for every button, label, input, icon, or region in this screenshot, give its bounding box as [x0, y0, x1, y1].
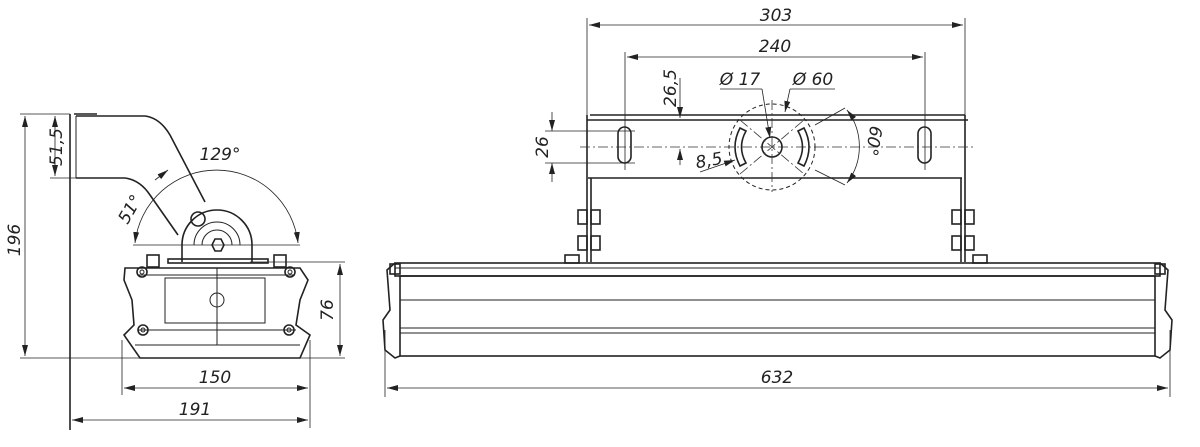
dim-body-height: 76 — [318, 299, 338, 321]
dim-angle: 60° — [860, 124, 885, 157]
dim-total-height: 196 — [5, 224, 25, 257]
dim-slot-spacing: 240 — [759, 37, 791, 57]
mounting-bracket-front — [564, 100, 988, 264]
dim-slot-height: 26 — [533, 136, 553, 158]
dim-slot-width: 8,5 — [694, 149, 724, 173]
dim-hole-large: Ø 60 — [792, 70, 833, 90]
front-view: 303 240 26,5 26 Ø 17 Ø 60 8,5 60° 632 — [382, 6, 1173, 397]
side-view: 51,5 196 129° 51° 76 150 191 — [5, 113, 345, 430]
dim-offset: 26,5 — [661, 69, 681, 107]
side-dimensions: 51,5 196 129° 51° 76 150 191 — [5, 113, 345, 428]
dim-bracket-length: 303 — [760, 6, 792, 26]
dim-body-width: 150 — [199, 368, 231, 388]
mounting-bracket-side — [69, 113, 206, 430]
dim-bracket-height: 51,5 — [47, 128, 67, 166]
dim-body-length: 632 — [761, 368, 793, 388]
dim-total-width: 191 — [179, 400, 211, 420]
dim-angle-large: 129° — [200, 145, 241, 165]
dim-hole-small: Ø 17 — [719, 70, 761, 90]
swivel-mount — [167, 209, 269, 264]
luminaire-housing-side — [122, 254, 311, 359]
dim-angle-small: 51° — [114, 191, 146, 227]
luminaire-housing-front — [382, 262, 1173, 359]
front-dimensions: 303 240 26,5 26 Ø 17 Ø 60 8,5 60° 632 — [384, 6, 1171, 397]
